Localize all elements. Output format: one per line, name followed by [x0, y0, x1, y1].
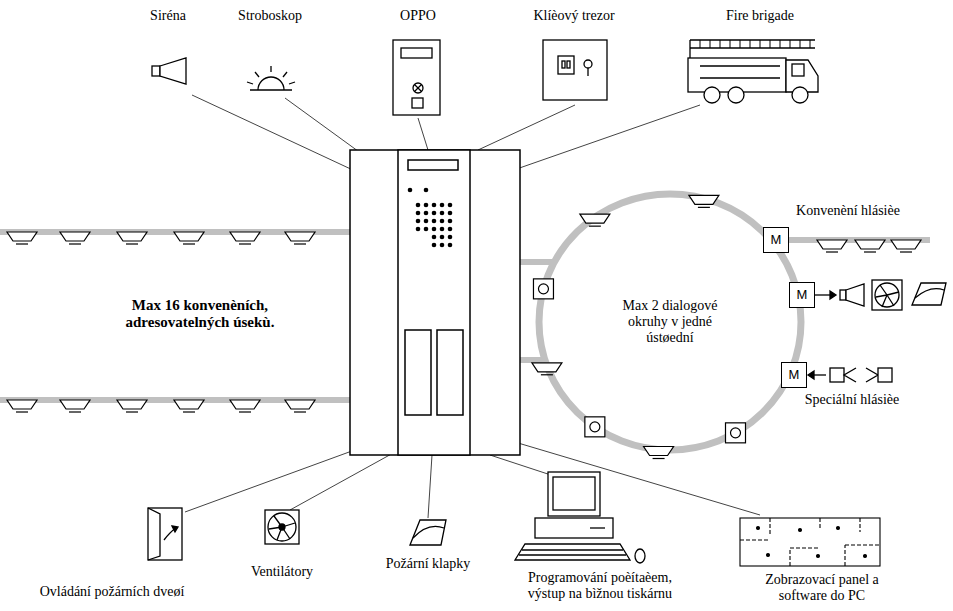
device-label: Fire brigade	[726, 8, 794, 24]
device-label: Konvenèní hlásièe	[796, 203, 900, 219]
device-label: Programování poèítaèem, výstup na bìžnou…	[509, 570, 691, 602]
device-label: Ventilátory	[251, 564, 313, 580]
module-letter: M	[797, 288, 808, 303]
module-box: M	[789, 282, 815, 308]
device-label: OPPO	[400, 8, 436, 24]
device-label: Siréna	[150, 8, 186, 24]
loop-caption: Max 2 dialogové okruhy v jedné ústøední	[614, 298, 726, 346]
device-label: Max 16 konvenèních, adresovatelných úsek…	[111, 297, 289, 332]
device-label: Speciální hlásièe	[805, 392, 899, 408]
module-box: M	[781, 362, 807, 388]
module-letter: M	[789, 368, 800, 383]
device-label: Požární klapky	[386, 556, 470, 572]
device-label: Klíèový trezor	[533, 8, 614, 24]
module-box: M	[763, 227, 789, 253]
device-label: Stroboskop	[238, 8, 302, 24]
device-label: Zobrazovací panel a software do PC	[756, 572, 888, 604]
device-label: Ovládání požárních dveøí	[40, 584, 185, 600]
module-letter: M	[771, 233, 782, 248]
